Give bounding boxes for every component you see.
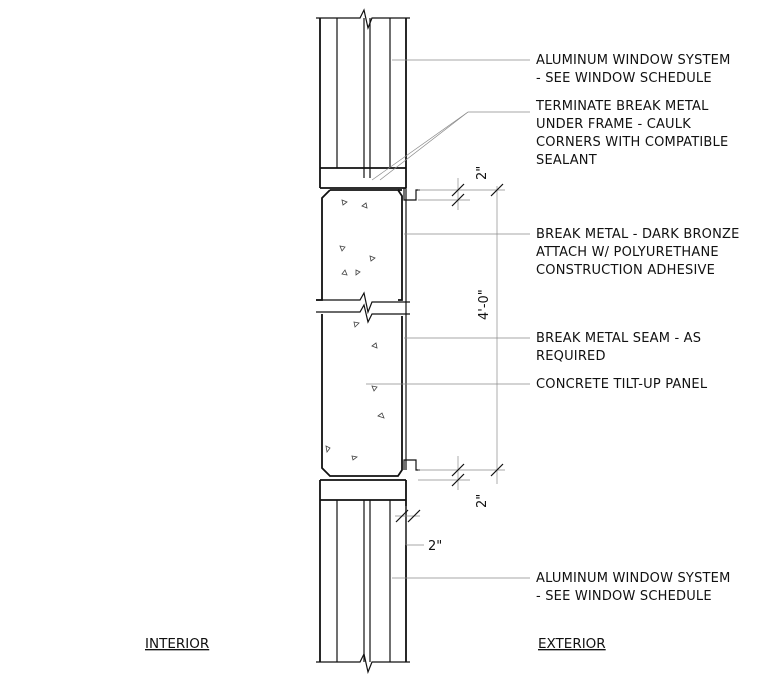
- note-frame-line2: UNDER FRAME - CAULK: [536, 117, 691, 132]
- note-break-metal-line3: CONSTRUCTION ADHESIVE: [536, 263, 715, 278]
- note-break-metal-line2: ATTACH W/ POLYURETHANE: [536, 245, 719, 260]
- note-window-top: ALUMINUM WINDOW SYSTEM - SEE WINDOW SCHE…: [536, 53, 735, 86]
- note-window-bottom: ALUMINUM WINDOW SYSTEM - SEE WINDOW SCHE…: [536, 571, 735, 604]
- note-window-bottom-line1: ALUMINUM WINDOW SYSTEM: [536, 571, 731, 586]
- note-panel-line1: CONCRETE TILT-UP PANEL: [536, 377, 708, 392]
- break-metal: [398, 188, 420, 471]
- note-window-bottom-line2: - SEE WINDOW SCHEDULE: [536, 589, 712, 604]
- dim-top-return: 2": [475, 166, 490, 180]
- dimension-lines: [395, 178, 505, 546]
- dim-overall: 4'-0": [477, 289, 492, 320]
- upper-window-frame: [316, 8, 410, 189]
- label-interior: INTERIOR: [145, 636, 209, 652]
- lower-window-frame: [316, 479, 410, 675]
- break-line-top: [316, 8, 410, 31]
- concrete-panel: [316, 189, 410, 477]
- dim-sill-offset: 2": [428, 539, 442, 554]
- note-break-metal-frame: TERMINATE BREAK METAL UNDER FRAME - CAUL…: [535, 99, 733, 168]
- note-seam: BREAK METAL SEAM - AS REQUIRED: [536, 331, 706, 364]
- label-exterior: EXTERIOR: [538, 636, 606, 652]
- note-frame-line3: CORNERS WITH COMPATIBLE: [536, 135, 728, 150]
- panel-break-line-2: [316, 303, 410, 324]
- break-line-bottom: [316, 652, 410, 675]
- note-frame-line1: TERMINATE BREAK METAL: [535, 99, 709, 114]
- note-window-top-line1: ALUMINUM WINDOW SYSTEM: [536, 53, 731, 68]
- note-seam-line2: REQUIRED: [536, 349, 606, 364]
- note-frame-line4: SEALANT: [536, 153, 597, 168]
- note-seam-line1: BREAK METAL SEAM - AS: [536, 331, 701, 346]
- leader-lines: [366, 59, 530, 579]
- panel-break-line: [316, 291, 410, 315]
- note-panel: CONCRETE TILT-UP PANEL: [536, 377, 708, 392]
- note-break-metal-line1: BREAK METAL - DARK BRONZE: [536, 227, 740, 242]
- note-break-metal: BREAK METAL - DARK BRONZE ATTACH W/ POLY…: [536, 227, 744, 278]
- dim-bottom-return: 2": [475, 494, 490, 508]
- note-window-top-line2: - SEE WINDOW SCHEDULE: [536, 71, 712, 86]
